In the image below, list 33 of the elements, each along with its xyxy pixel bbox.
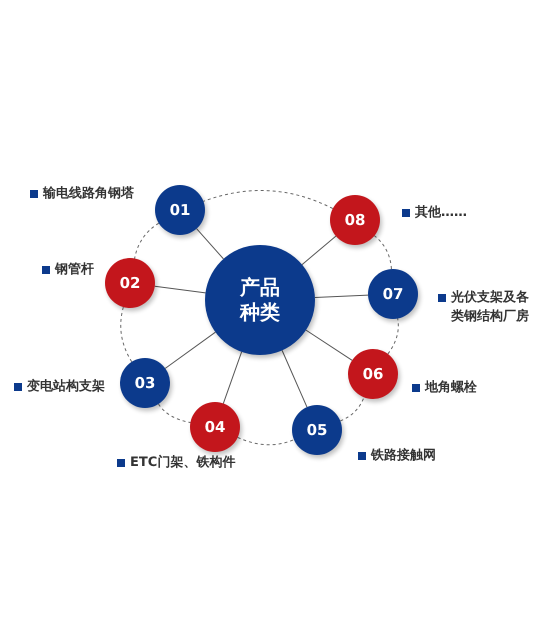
number-circle: 05	[292, 405, 342, 455]
dashed-arc	[374, 235, 392, 270]
connector-line	[314, 294, 369, 298]
item-label: 变电站构支架	[27, 378, 105, 396]
number-circle: 04	[190, 402, 240, 452]
item-label: 输电线路角钢塔	[43, 185, 134, 203]
connector-line	[302, 236, 336, 266]
item-label: ETC门架、铁构件	[130, 454, 236, 472]
dashed-arc	[202, 190, 334, 210]
number-circle: 01	[155, 185, 205, 235]
number-circle: 02	[105, 258, 155, 308]
number-circle: 03	[120, 358, 170, 408]
number-circle: 08	[330, 195, 380, 245]
dashed-arc	[158, 404, 191, 424]
connector-line	[282, 350, 308, 408]
dashed-arc	[134, 222, 160, 259]
connector-line	[154, 286, 206, 294]
item-label: 地角螺栓	[425, 379, 477, 397]
center-circle: 产品种类	[205, 245, 315, 355]
number-circle: 06	[348, 349, 398, 399]
number-circle: 07	[368, 269, 418, 319]
item-label: 铁路接触网	[371, 446, 436, 465]
connector-line	[164, 332, 216, 369]
dashed-arc	[120, 306, 132, 362]
item-label: 光伏支架及各类钢结构厂房	[451, 289, 530, 326]
connector-line	[196, 228, 224, 260]
item-label: 其他……	[415, 204, 467, 222]
connector-line	[222, 351, 242, 404]
dashed-arc	[340, 396, 364, 422]
connector-line	[306, 330, 353, 361]
dashed-arc	[237, 436, 294, 446]
dashed-arc	[387, 318, 399, 354]
item-label: 钢管杆	[55, 261, 94, 279]
